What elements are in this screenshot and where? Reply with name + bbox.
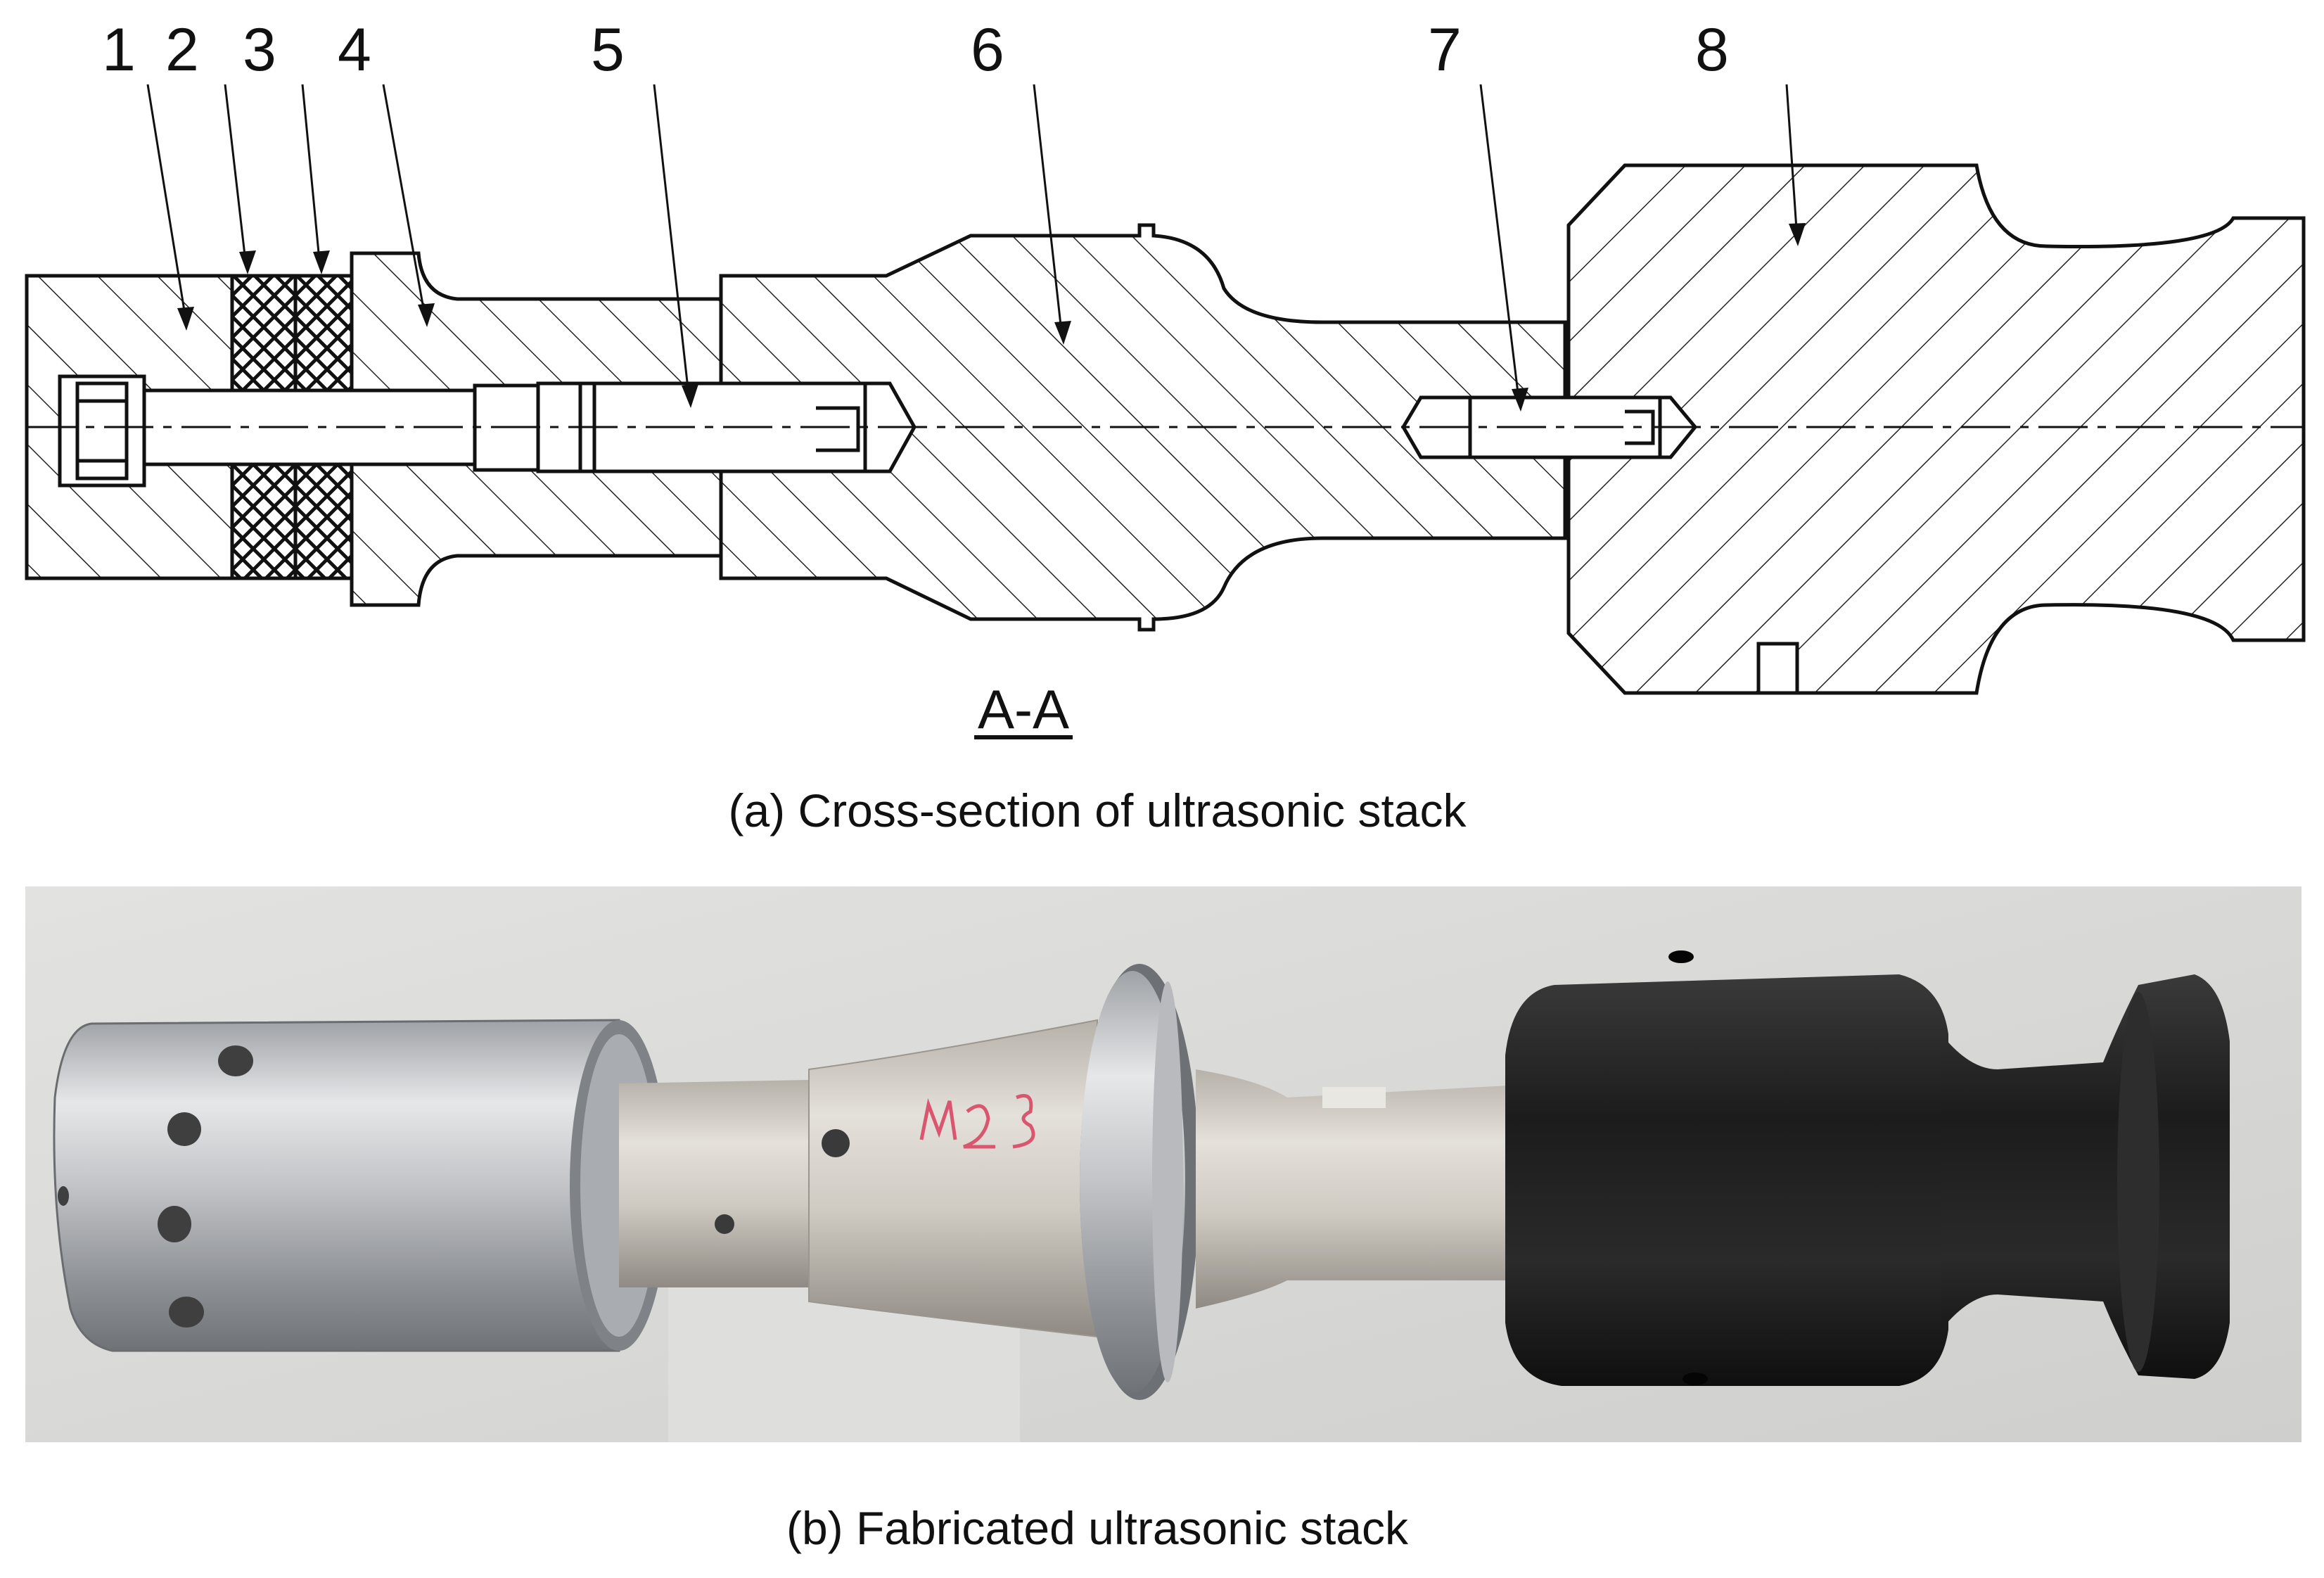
part-label-5: 5: [591, 16, 625, 84]
caption-b: (b) Fabricated ultrasonic stack: [786, 1502, 1409, 1554]
part-label-3: 3: [243, 16, 276, 84]
part-8-horn: [1566, 163, 2306, 695]
cross-section-drawing: [25, 84, 2306, 695]
photo-fabricated-stack: [25, 886, 2301, 1442]
section-label: A-A: [978, 678, 1069, 740]
caption-a: (a) Cross-section of ultrasonic stack: [728, 784, 1467, 836]
leader-lines: [146, 84, 1799, 405]
handwritten-mark: [919, 1094, 1035, 1149]
part-label-2: 2: [165, 16, 199, 84]
part-label-4: 4: [338, 16, 371, 84]
part-label-1: 1: [102, 16, 136, 84]
part-label-7: 7: [1428, 16, 1462, 84]
arrowheads: [177, 223, 1806, 412]
part-label-8: 8: [1695, 16, 1729, 84]
part-label-6: 6: [971, 16, 1004, 84]
part-number-labels: 1 2 3 4 5 6 7 8: [102, 16, 1729, 84]
